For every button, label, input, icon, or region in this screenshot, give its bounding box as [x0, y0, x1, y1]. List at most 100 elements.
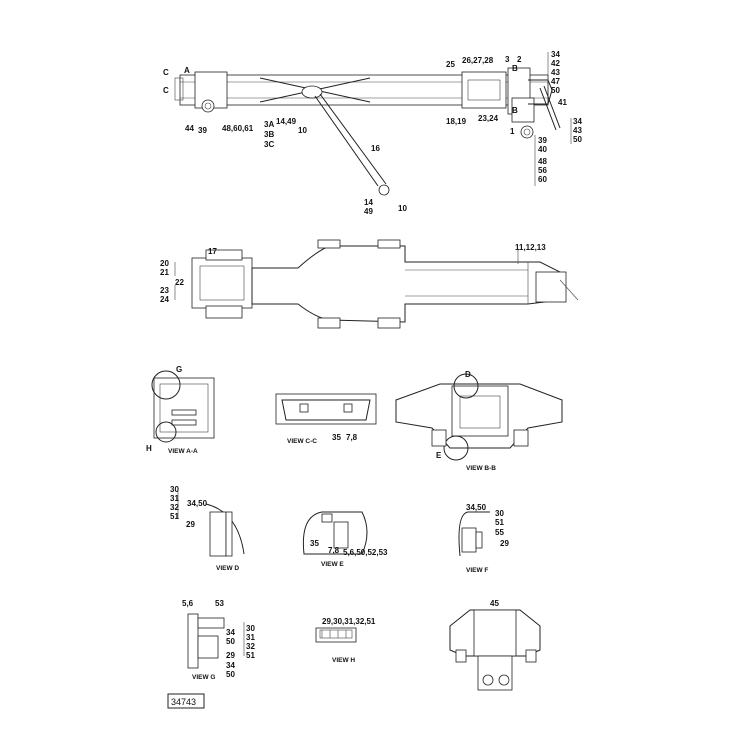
- callout-e: E: [436, 451, 442, 460]
- callout-47: 47: [551, 77, 560, 86]
- right-pivot: [520, 125, 534, 139]
- view-cc-drawing: [275, 393, 377, 425]
- callout-17: 17: [208, 247, 217, 256]
- drawing-number-box: [167, 693, 205, 709]
- view-g-drawing: [187, 613, 245, 669]
- view-aa-drawing: [151, 370, 215, 443]
- callout-7-8: 7,8: [346, 433, 358, 442]
- callout-3: 3: [505, 55, 510, 64]
- callout-29: 29: [186, 520, 195, 529]
- callout-32: 32: [246, 642, 255, 651]
- callout-40: 40: [538, 145, 547, 154]
- view-e-drawing: [302, 511, 368, 555]
- callout-a: A: [184, 66, 190, 75]
- callout-29: 29: [500, 539, 509, 548]
- callout-51: 51: [495, 518, 504, 527]
- callout-16: 16: [371, 144, 380, 153]
- callout-48: 48: [538, 157, 547, 166]
- callout-c: C: [163, 86, 169, 95]
- callout-50: 50: [226, 670, 235, 679]
- callout-3c: 3C: [264, 140, 274, 149]
- callout-29: 29: [226, 651, 235, 660]
- side-view: [174, 239, 579, 329]
- callout-18-19: 18,19: [446, 117, 467, 126]
- callout-56: 56: [538, 166, 547, 175]
- callout-31: 31: [170, 494, 179, 503]
- callout-3a: 3A: [264, 120, 274, 129]
- callout-34: 34: [226, 628, 235, 637]
- view-h-drawing: [315, 627, 357, 643]
- callout-30: 30: [170, 485, 179, 494]
- callout-1: 1: [510, 127, 515, 136]
- view-d-title: VIEW D: [216, 565, 239, 572]
- left-pivot: [201, 99, 215, 113]
- callout-39: 39: [538, 136, 547, 145]
- view-f-drawing: [458, 511, 490, 557]
- view-g-post: [187, 613, 199, 669]
- view-g-title: VIEW G: [192, 674, 215, 681]
- callout-10: 10: [398, 204, 407, 213]
- callout-60: 60: [538, 175, 547, 184]
- callout-34: 34: [573, 117, 582, 126]
- callout-c: C: [163, 68, 169, 77]
- callout-50: 50: [226, 637, 235, 646]
- center-joint: [301, 85, 323, 99]
- callout-41: 41: [558, 98, 567, 107]
- view-aa-title: VIEW A-A: [168, 448, 198, 455]
- view-e-outline: [302, 511, 368, 555]
- view-bb-drawing: [395, 373, 563, 461]
- view-f-title: VIEW F: [466, 567, 488, 574]
- callout-55: 55: [495, 528, 504, 537]
- callout-44: 44: [185, 124, 194, 133]
- callout-11-12-13: 11,12,13: [515, 243, 546, 252]
- callout-31: 31: [246, 633, 255, 642]
- callout-3b: 3B: [264, 130, 274, 139]
- callout-b: B: [512, 64, 518, 73]
- callout-14: 14: [364, 198, 373, 207]
- top-view: [174, 52, 572, 196]
- drawing-number: 34743: [171, 697, 196, 707]
- callout-43: 43: [573, 126, 582, 135]
- strut-foot: [378, 184, 390, 196]
- view-f-outline: [458, 511, 490, 557]
- callout-29-30-31-32-51: 29,30,31,32,51: [322, 617, 376, 626]
- callout-42: 42: [551, 59, 560, 68]
- view-cc-box: [275, 393, 377, 425]
- boom-profile: [251, 245, 561, 323]
- callout-34: 34: [551, 50, 560, 59]
- callout-25: 25: [446, 60, 455, 69]
- callout-51: 51: [170, 512, 179, 521]
- callout-48-60-61: 48,60,61: [222, 124, 254, 133]
- view-d-drawing: [177, 488, 245, 557]
- callout-24: 24: [160, 295, 169, 304]
- base-block: [191, 257, 253, 309]
- callout-39: 39: [198, 126, 207, 135]
- callout-5-6: 5,6: [182, 599, 194, 608]
- callout-45: 45: [490, 599, 499, 608]
- callout-5-6-50-52-53: 5,6,50,52,53: [343, 548, 388, 557]
- callout-51: 51: [246, 651, 255, 660]
- callout-30: 30: [246, 624, 255, 633]
- view-cc-title: VIEW C-C: [287, 438, 317, 445]
- callout-50: 50: [551, 86, 560, 95]
- callout-d: D: [465, 370, 471, 379]
- callout-14-49: 14,49: [276, 117, 297, 126]
- callout-23-24: 23,24: [478, 114, 499, 123]
- callout-53: 53: [215, 599, 224, 608]
- callout-g: G: [176, 365, 182, 374]
- end-assembly-drawing: [449, 609, 541, 691]
- callout-26-27-28: 26,27,28: [462, 56, 494, 65]
- callout-10: 10: [298, 126, 307, 135]
- callout-35: 35: [332, 433, 341, 442]
- callout-34-50: 34,50: [466, 503, 487, 512]
- callout-49: 49: [364, 207, 373, 216]
- right-housing: [461, 71, 507, 109]
- callout-34: 34: [226, 661, 235, 670]
- callout-34-50: 34,50: [187, 499, 208, 508]
- view-h-title: VIEW H: [332, 657, 355, 664]
- callout-23: 23: [160, 286, 169, 295]
- callout-22: 22: [175, 278, 184, 287]
- view-bb-title: VIEW B-B: [466, 465, 496, 472]
